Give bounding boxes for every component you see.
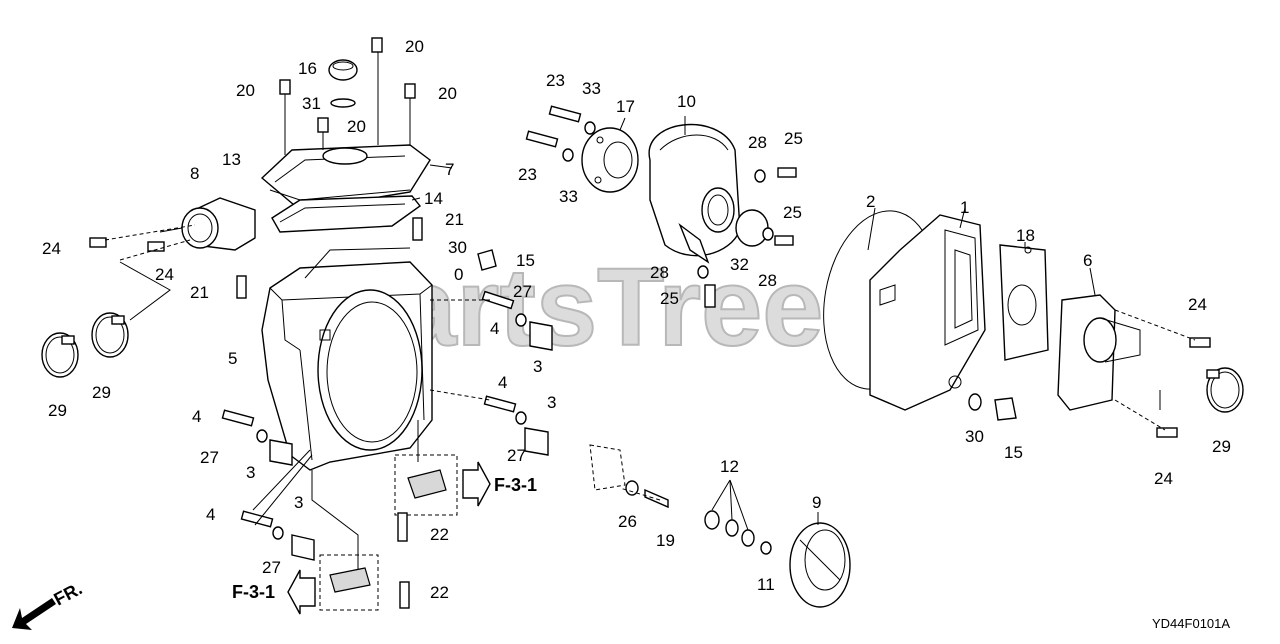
o-ring-32 [735, 209, 769, 247]
callout-21: 21 [190, 283, 209, 302]
callout-15: 15 [1004, 443, 1023, 462]
rear-cover [869, 214, 986, 411]
callout-11: 11 [757, 575, 775, 594]
callout-2: 2 [866, 192, 875, 211]
callout-10: 10 [677, 92, 696, 111]
callout-1: 1 [960, 198, 969, 217]
callout-4: 4 [498, 373, 507, 392]
callout-4: 4 [192, 407, 201, 426]
callout-21: 21 [445, 210, 464, 229]
callout-16: 16 [298, 59, 317, 78]
callout-23: 23 [518, 165, 537, 184]
callout-6: 6 [1083, 251, 1092, 270]
callout-15: 15 [516, 251, 535, 270]
volute-case [648, 123, 741, 264]
callout-29: 29 [1212, 437, 1231, 456]
hose-clamps-left [41, 312, 129, 378]
suction-flange [159, 197, 256, 251]
shims [704, 510, 772, 555]
drain-plugs [477, 249, 1017, 421]
callout-20: 20 [405, 37, 424, 56]
filler-cap [328, 59, 358, 108]
callout-4: 4 [490, 319, 499, 338]
gasket-18 [999, 244, 1049, 361]
callout-24: 24 [42, 239, 61, 258]
callout-7: 7 [445, 160, 454, 179]
callout-23: 23 [546, 71, 565, 90]
mount-bracket-2 [319, 554, 379, 611]
callout-33: 33 [559, 187, 578, 206]
callout-25: 25 [784, 129, 803, 148]
callout-3: 3 [547, 393, 556, 412]
section-ref-1[interactable]: F-3-1 [494, 475, 537, 495]
callout-31: 31 [302, 94, 321, 113]
callout-25: 25 [783, 203, 802, 222]
callout-29: 29 [48, 401, 67, 420]
section-arrow-1 [462, 461, 491, 507]
section-arrow-2 [287, 569, 316, 615]
callout-14: 14 [424, 189, 443, 208]
pump-casing [261, 247, 433, 471]
callout-30: 30 [448, 238, 467, 257]
callout-33: 33 [582, 79, 601, 98]
callout-8: 8 [190, 164, 199, 183]
callout-24: 24 [155, 265, 174, 284]
mount-bracket-1 [394, 454, 458, 516]
callout-28: 28 [748, 133, 767, 152]
callout-4: 4 [206, 505, 215, 524]
callout-27: 27 [513, 282, 532, 301]
shaft-bolt [589, 444, 669, 509]
callout-13: 13 [222, 150, 241, 169]
callout-25: 25 [660, 289, 679, 308]
seal-holder [581, 127, 639, 193]
callout-22: 22 [430, 525, 449, 544]
valve-pads [269, 321, 553, 561]
callout-0: 0 [454, 265, 463, 284]
callout-24: 24 [1154, 469, 1173, 488]
section-ref-2[interactable]: F-3-1 [232, 582, 275, 602]
front-label: FR. [50, 578, 85, 609]
hose-clamp-right [1206, 367, 1244, 413]
callout-28: 28 [650, 263, 669, 282]
callout-20: 20 [438, 84, 457, 103]
callout-27: 27 [200, 448, 219, 467]
discharge-flange [1057, 294, 1141, 411]
callout-5: 5 [228, 349, 237, 368]
callout-26: 26 [618, 512, 637, 531]
callout-18: 18 [1016, 226, 1035, 245]
top-cover [260, 144, 431, 233]
callout-3: 3 [533, 357, 542, 376]
callout-19: 19 [656, 531, 675, 550]
callout-32: 32 [730, 255, 749, 274]
callout-17: 17 [616, 97, 635, 116]
callout-20: 20 [347, 117, 366, 136]
callout-24: 24 [1188, 295, 1207, 314]
leader-lines [104, 52, 1196, 570]
callout-3: 3 [294, 493, 303, 512]
callout-20: 20 [236, 81, 255, 100]
callout-3: 3 [246, 463, 255, 482]
callout-27: 27 [507, 446, 526, 465]
front-arrow-icon [12, 598, 56, 630]
image-code: YD44F0101A [1152, 616, 1230, 631]
callout-28: 28 [758, 271, 777, 290]
impeller [789, 522, 851, 608]
callout-30: 30 [965, 427, 984, 446]
callout-labels: 20 16 20 20 31 20 13 8 7 14 21 24 24 21 … [42, 37, 1231, 602]
callout-12: 12 [720, 457, 739, 476]
callout-9: 9 [812, 493, 821, 512]
callout-27: 27 [262, 558, 281, 577]
callout-29: 29 [92, 383, 111, 402]
callout-22: 22 [430, 583, 449, 602]
